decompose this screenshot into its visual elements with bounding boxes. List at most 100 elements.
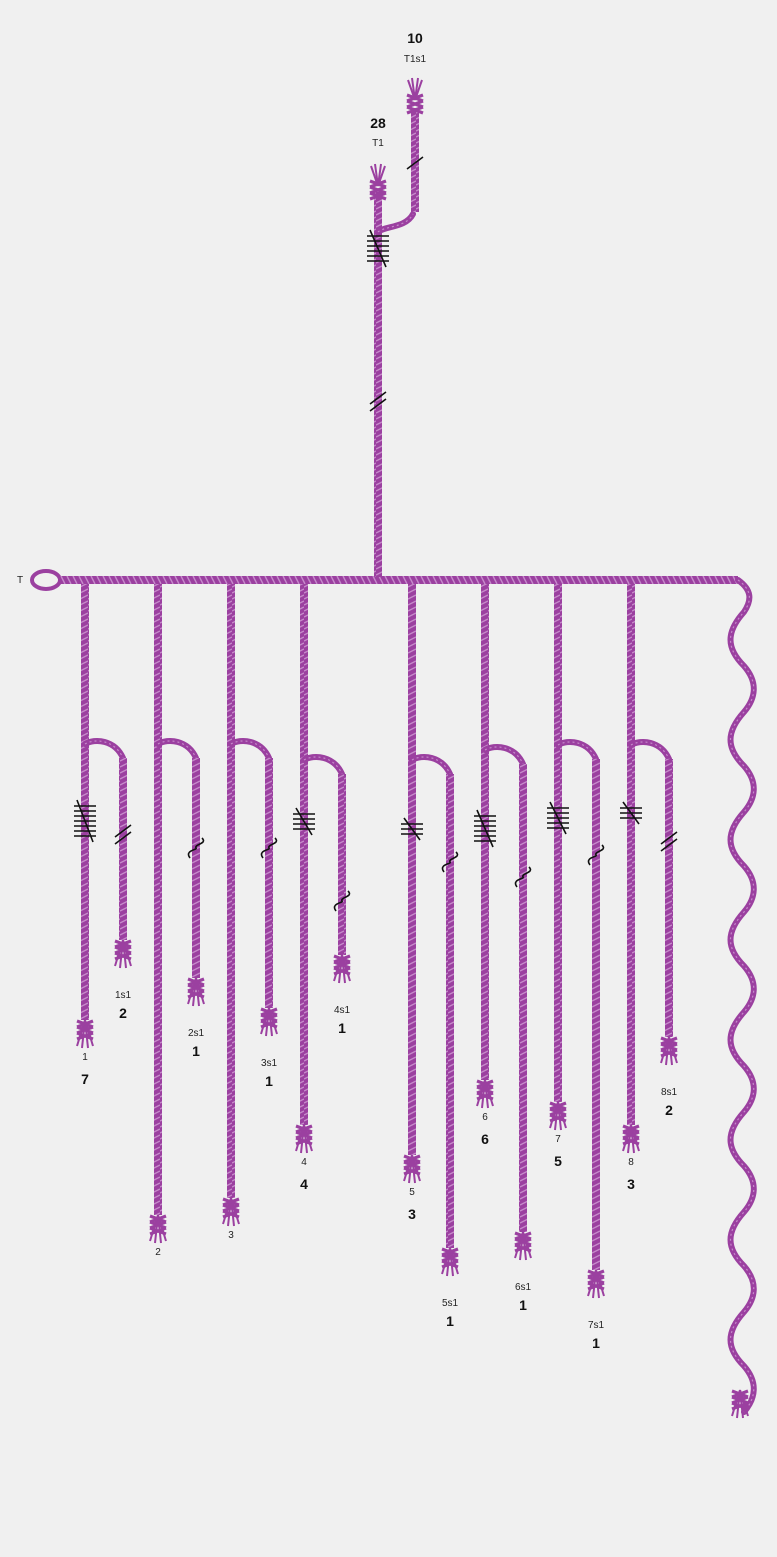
pendant-4-tassel <box>295 1124 313 1154</box>
pendant-8-tassel <box>622 1124 640 1154</box>
pendant-2s1-value: 1 <box>192 1043 200 1059</box>
pendant-5-cord <box>408 584 416 1155</box>
pendant-7-cord <box>554 584 562 1102</box>
pendant-8-label: 8 <box>628 1157 634 1168</box>
pendant-1-value: 7 <box>81 1071 89 1087</box>
pendant-6s1-attach-texture <box>484 746 524 765</box>
top-cord-t1-single-knots <box>369 391 387 412</box>
pendant-8-cord <box>627 584 635 1125</box>
top-cord-t1-tassel <box>369 163 387 201</box>
top-cord-t1-long-knot <box>367 229 389 268</box>
pendant-8s1-attach-texture <box>630 741 670 760</box>
pendant-3-cord <box>227 584 235 1198</box>
pendant-4s1-figure-eight-knot <box>333 890 351 912</box>
pendant-8s1-label: 8s1 <box>661 1087 678 1098</box>
pendant-8s1-value: 2 <box>665 1102 673 1118</box>
pendant-6-long-knot <box>474 809 496 848</box>
pendant-1-cord <box>81 584 89 1020</box>
pendant-4-cord <box>300 584 308 1125</box>
top-cord-t1s1-label: T1s1 <box>404 54 427 65</box>
top-cord-t1s1-attach-texture <box>377 213 414 233</box>
pendant-3s1-cord <box>265 758 273 1008</box>
pendant-1s1-cord <box>119 758 127 940</box>
pendant-6-label: 6 <box>482 1112 488 1123</box>
pendant-5s1-value: 1 <box>446 1313 454 1329</box>
top-cord-t1s1 <box>411 108 419 212</box>
pendant-3-label: 3 <box>228 1230 234 1241</box>
pendant-6s1-label: 6s1 <box>515 1282 532 1293</box>
top-cord-t1-value: 28 <box>370 115 386 131</box>
pendant-1s1-label: 1s1 <box>115 990 132 1001</box>
pendant-7s1-cord <box>592 759 600 1270</box>
pendant-1s1-tassel <box>114 939 132 969</box>
pendant-7-long-knot <box>547 801 569 835</box>
pendant-2-tassel <box>149 1214 167 1244</box>
pendant-3s1-value: 1 <box>265 1073 273 1089</box>
pendant-4s1-label: 4s1 <box>334 1005 351 1016</box>
pendant-2s1-tassel <box>187 977 205 1007</box>
pendant-1s1-attach-texture <box>84 740 124 759</box>
pendant-2s1-label: 2s1 <box>188 1028 205 1039</box>
pendant-6-value: 6 <box>481 1131 489 1147</box>
pendant-4s1-value: 1 <box>338 1020 346 1036</box>
pendant-6s1-value: 1 <box>519 1297 527 1313</box>
pendant-1-tassel <box>76 1019 94 1049</box>
pendant-7s1-tassel <box>587 1269 605 1299</box>
primary-cord <box>60 576 738 584</box>
pendant-5s1-attach-texture <box>411 756 451 775</box>
pendant-3-tassel <box>222 1197 240 1227</box>
pendant-8s1-tassel <box>660 1036 678 1066</box>
top-cord-t1-label: T1 <box>372 138 384 149</box>
pendant-1s1-single-knots <box>114 824 132 845</box>
pendant-3s1-figure-eight-knot <box>260 837 278 859</box>
pendant-1s1-value: 2 <box>119 1005 127 1021</box>
pendant-4-long-knot <box>293 807 315 836</box>
pendant-5s1-tassel <box>441 1247 459 1277</box>
pendant-7-label: 7 <box>555 1134 561 1145</box>
top-cord-t1s1-tassel <box>406 77 424 115</box>
pendant-5s1-label: 5s1 <box>442 1298 459 1309</box>
pendant-6-cord <box>481 584 489 1080</box>
pendant-6s1-tassel <box>514 1231 532 1261</box>
pendant-1-long-knot <box>74 799 96 843</box>
pendant-3s1-label: 3s1 <box>261 1058 278 1069</box>
primary-cord-loop <box>30 569 62 591</box>
pendant-5-label: 5 <box>409 1187 415 1198</box>
pendant-3s1-attach-texture <box>230 740 270 759</box>
pendant-6-tassel <box>476 1079 494 1109</box>
pendant-7s1-figure-eight-knot <box>587 844 605 866</box>
pendant-8s1-single-knots <box>660 831 678 852</box>
pendant-2-cord <box>154 584 162 1215</box>
pendant-4-value: 4 <box>300 1176 308 1192</box>
pendant-8s1-cord <box>665 759 673 1037</box>
pendant-4s1-attach-texture <box>303 756 343 775</box>
pendant-7s1-label: 7s1 <box>588 1320 605 1331</box>
pendant-4s1-cord <box>338 774 346 955</box>
pendant-7-tassel <box>549 1101 567 1131</box>
pendant-5-value: 3 <box>408 1206 416 1222</box>
pendant-6s1-figure-eight-knot <box>514 866 532 888</box>
top-cord-t1s1-single-knot <box>406 156 424 170</box>
end-cord-tassel <box>731 1389 749 1419</box>
pendant-3s1-tassel <box>260 1007 278 1037</box>
pendant-2s1-cord <box>192 758 200 978</box>
top-cord-t1 <box>374 192 382 577</box>
pendant-4-label: 4 <box>301 1157 307 1168</box>
pendant-7s1-value: 1 <box>592 1335 600 1351</box>
pendant-5s1-cord <box>446 774 454 1248</box>
primary-cord-label: T <box>17 575 23 586</box>
pendant-2s1-attach-texture <box>157 740 197 759</box>
pendant-1-label: 1 <box>82 1052 88 1063</box>
pendant-5-tassel <box>403 1154 421 1184</box>
pendant-7-value: 5 <box>554 1153 562 1169</box>
pendant-5-long-knot <box>401 817 423 841</box>
pendant-8-long-knot <box>620 801 642 825</box>
pendant-6s1-cord <box>519 764 527 1232</box>
pendant-5s1-figure-eight-knot <box>441 851 459 873</box>
pendant-4s1-tassel <box>333 954 351 984</box>
pendant-2-label: 2 <box>155 1247 161 1258</box>
end-cord-wavy <box>727 577 757 1415</box>
pendant-2s1-figure-eight-knot <box>187 837 205 859</box>
pendant-8-value: 3 <box>627 1176 635 1192</box>
